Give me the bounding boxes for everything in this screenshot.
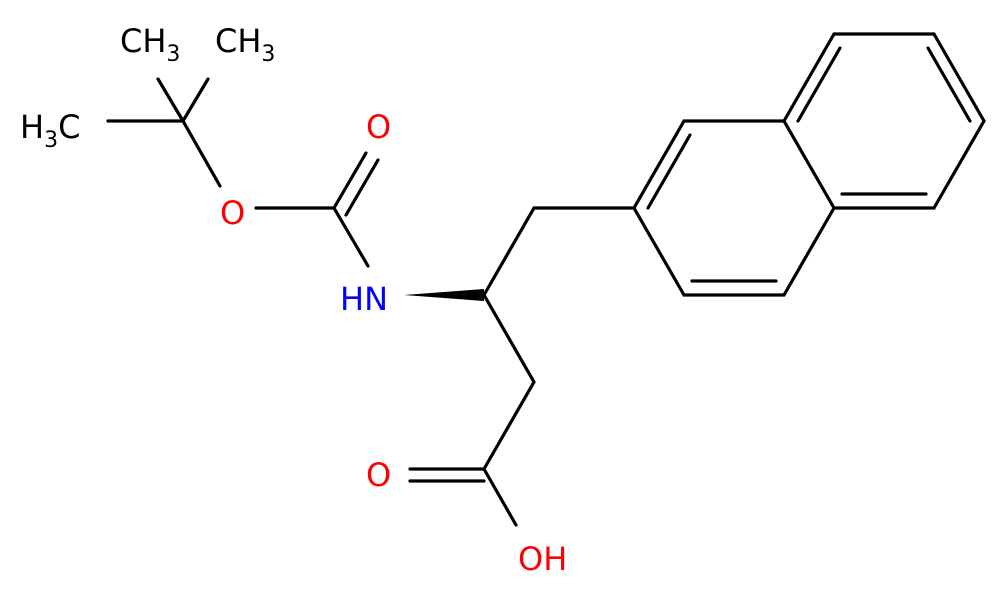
label-methyl-left: H3C (20, 108, 80, 153)
ring-b-bond-1 (782, 32, 836, 123)
bond-quatC-methyl-top-right (181, 77, 210, 123)
bond-carbonylC-N (332, 206, 370, 268)
ring-a-bond-6 (632, 206, 686, 297)
ring-b-double-1 (796, 46, 842, 123)
bond-chiralC-CH2-acid (482, 293, 536, 384)
ring-b-bond-3 (932, 32, 986, 123)
bond-quatC-ester-O (181, 119, 222, 188)
bond-carbonylC-O-double-b (344, 158, 380, 217)
bond-acidC-OH (482, 467, 518, 527)
label-methyl-top-right: CH3 (215, 22, 275, 67)
bond-quatC-methyl-top-left (156, 77, 185, 123)
bond-carbonylC-O-double-a (332, 151, 368, 210)
ring-a-bond-1 (632, 119, 686, 210)
label-ester-O: O (220, 194, 245, 232)
label-boc-carbonyl-O: O (366, 108, 391, 146)
ring-a-double-1 (646, 133, 692, 210)
bond-N-chiralC-wedge (404, 289, 484, 301)
label-acid-carbonyl-O: O (366, 456, 391, 494)
ring-b-bond-4 (932, 119, 986, 210)
ring-b-double-2 (926, 46, 972, 123)
bond-CH2-acidC (482, 380, 536, 471)
label-methyl-top-left: CH3 (120, 22, 180, 67)
label-acid-OH: OH (518, 540, 567, 578)
ring-a-bond-4 (782, 206, 836, 297)
ring-a-bond-3 (782, 119, 836, 210)
bond-chiralC-CH2-benzyl (482, 206, 536, 297)
label-amine-HN: HN (340, 280, 388, 318)
